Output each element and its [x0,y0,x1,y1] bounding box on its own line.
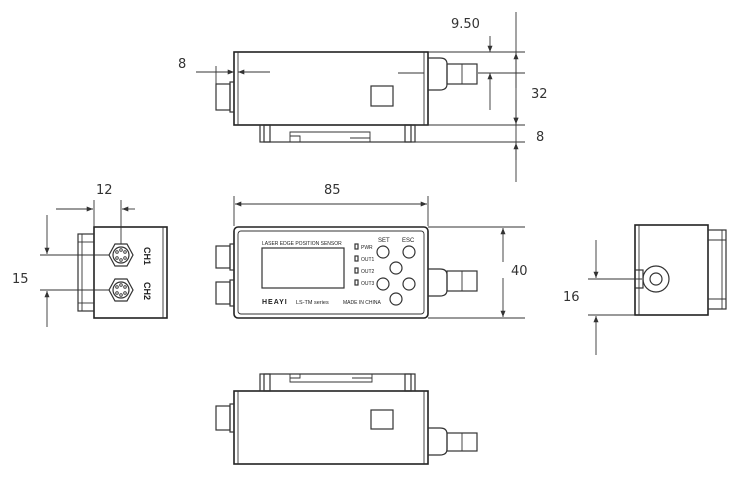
top-view-window [370,85,394,107]
dim-8-right: 8 [536,130,544,145]
made-in-label: MADE IN CHINA [343,300,381,306]
button-right [402,277,416,291]
bottom-view-body [233,390,429,465]
brand-logo: HEAYI [262,299,288,306]
esc-label: ESC [402,238,415,244]
cable-end-outer [642,265,670,293]
center-button-up [389,261,403,275]
series-label: LS-TM series [296,300,329,306]
ch2-label: CH2 [142,282,152,300]
button-left [376,277,390,291]
led-out2 [354,267,359,274]
led-out1-label: OUT1 [361,257,375,263]
dim-32: 32 [531,87,548,102]
front-cable [428,268,448,297]
top-view-rail [259,124,416,143]
left-view-body [93,226,168,319]
set-label: SET [378,238,390,244]
front-view: 85 40 LASER EDGE POSITION SENSOR HEAYI L… [215,183,528,319]
led-out1 [354,255,359,262]
bottom-view-left-plug [215,405,231,431]
dim-40: 40 [511,264,528,279]
set-button [376,245,390,259]
cable-end-inner [649,272,663,286]
bottom-view-cable [428,427,448,456]
front-plug-upper [215,245,231,269]
display-window [261,247,345,289]
right-side-view: 16 [563,224,727,355]
dim-15: 15 [12,272,29,287]
dim-85: 85 [324,183,341,198]
bottom-view [215,373,478,465]
led-out3-label: OUT3 [361,281,375,287]
top-view-cable [428,57,448,91]
dim-8-left: 8 [178,57,186,72]
led-pwr-label: PWR [361,245,373,251]
top-view: 9.50 8 32 8 [178,12,548,182]
bottom-view-window [370,409,394,430]
esc-button [402,245,416,259]
bottom-view-rail [259,373,416,392]
led-out2-label: OUT2 [361,269,375,275]
led-pwr [354,243,359,250]
top-view-left-plug [215,83,231,111]
dim-12: 12 [96,183,113,198]
led-out3 [354,279,359,286]
ch1-label: CH1 [142,247,152,265]
dim-9-50: 9.50 [451,17,480,32]
left-side-view: CH1 CH2 12 15 [12,183,168,327]
panel-title: LASER EDGE POSITION SENSOR [262,241,342,247]
front-plug-lower [215,281,231,305]
front-view-body [233,226,429,319]
dim-16: 16 [563,290,580,305]
top-view-body [233,51,429,126]
center-button-down [389,292,403,306]
